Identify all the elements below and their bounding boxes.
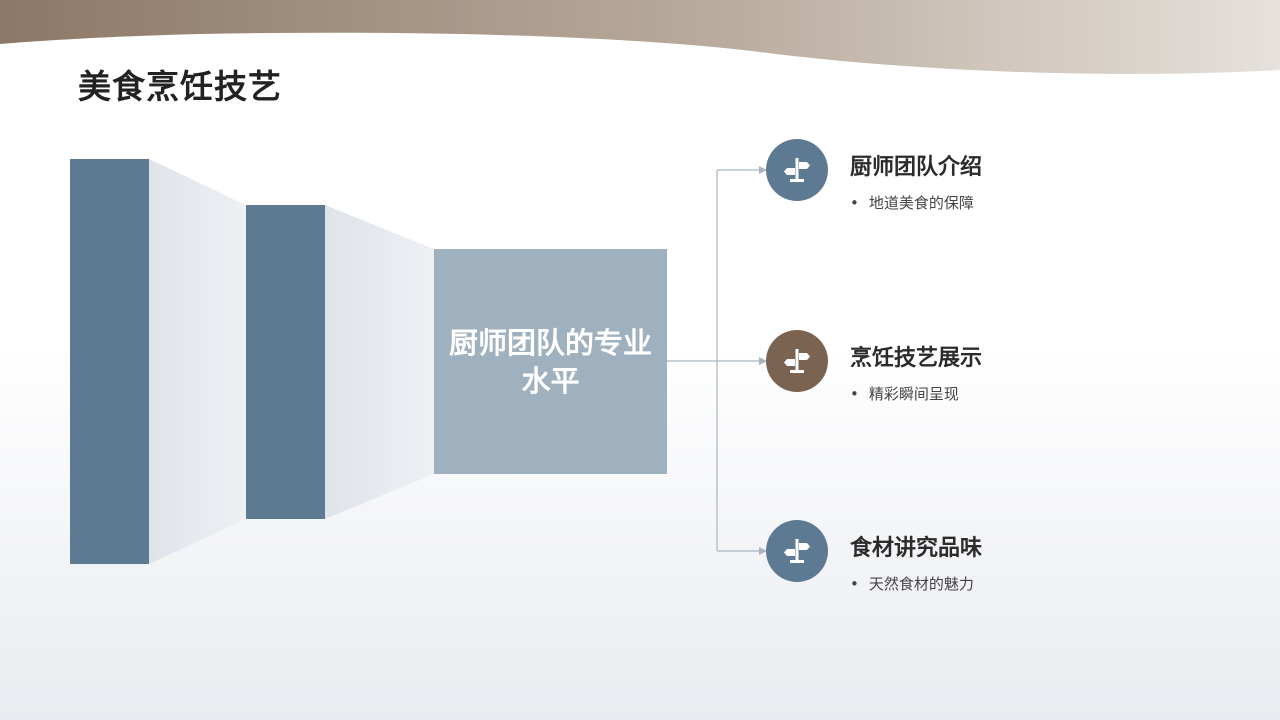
header-wave-decoration <box>0 0 1280 74</box>
funnel-trapezoid-1 <box>149 159 246 564</box>
list-item-1: 厨师团队介绍 • 地道美食的保障 <box>766 139 1186 219</box>
item-subtitle: 地道美食的保障 <box>868 194 974 212</box>
funnel-trapezoid-2 <box>325 205 434 519</box>
center-box: 厨师团队的专业水平 <box>434 249 667 474</box>
signpost-icon <box>784 349 810 373</box>
funnel-bar-1 <box>70 159 149 564</box>
item-subtitle-row: • 精彩瞬间呈现 <box>850 383 959 404</box>
connector-arrowheads <box>759 166 767 555</box>
signpost-icon <box>784 539 810 563</box>
item-subtitle: 精彩瞬间呈现 <box>868 385 959 403</box>
item-title: 厨师团队介绍 <box>850 155 983 180</box>
item-title: 食材讲究品味 <box>850 536 983 561</box>
item-icon-circle <box>766 520 828 582</box>
funnel-bar-2 <box>246 205 325 519</box>
bullet: • <box>850 194 859 212</box>
item-icon-circle <box>766 139 828 201</box>
center-label: 厨师团队的专业水平 <box>448 325 652 398</box>
item-subtitle: 天然食材的魅力 <box>868 575 974 593</box>
list-item-2: 烹饪技艺展示 • 精彩瞬间呈现 <box>766 330 1186 410</box>
list-item-3: 食材讲究品味 • 天然食材的魅力 <box>766 520 1186 600</box>
bullet: • <box>850 385 859 403</box>
connector-lines <box>667 169 762 552</box>
signpost-icon <box>784 158 810 182</box>
bullet: • <box>850 575 859 593</box>
item-subtitle-row: • 天然食材的魅力 <box>850 573 974 594</box>
item-subtitle-row: • 地道美食的保障 <box>850 192 974 213</box>
item-title: 烹饪技艺展示 <box>850 346 983 371</box>
item-icon-circle <box>766 330 828 392</box>
page-title: 美食烹饪技艺 <box>78 67 282 106</box>
